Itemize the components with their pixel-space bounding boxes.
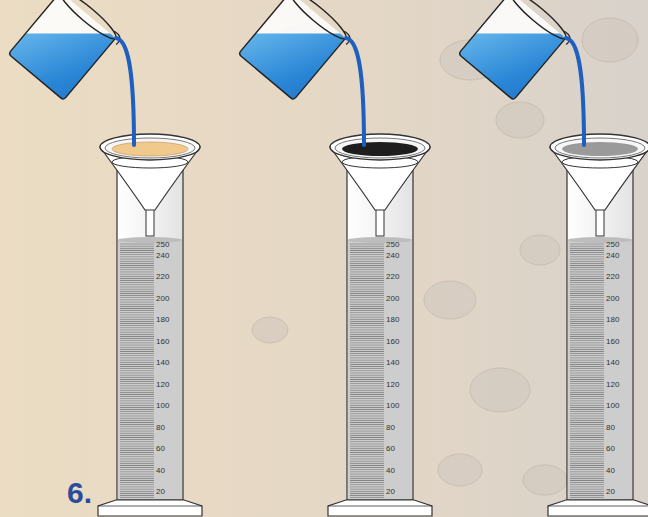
scale-number: 200 bbox=[606, 295, 619, 303]
scale-number: 80 bbox=[386, 424, 395, 432]
figure-number: 6. bbox=[67, 478, 92, 508]
scale-number: 240 bbox=[606, 252, 619, 260]
scale-number: 20 bbox=[606, 488, 615, 496]
scale-number: 250 bbox=[386, 241, 399, 249]
scale-number: 40 bbox=[606, 467, 615, 475]
scale-number: 120 bbox=[156, 381, 169, 389]
scale-number: 100 bbox=[606, 402, 619, 410]
scale-number: 20 bbox=[386, 488, 395, 496]
scale-number: 40 bbox=[156, 467, 165, 475]
scale-number: 80 bbox=[156, 424, 165, 432]
scale-number: 200 bbox=[386, 295, 399, 303]
scale-number: 100 bbox=[386, 402, 399, 410]
scale-number: 180 bbox=[606, 316, 619, 324]
scale-number: 120 bbox=[386, 381, 399, 389]
scale-number: 200 bbox=[156, 295, 169, 303]
scale-number: 20 bbox=[156, 488, 165, 496]
scale-number: 60 bbox=[606, 445, 615, 453]
scale-number: 60 bbox=[386, 445, 395, 453]
scale-number: 80 bbox=[606, 424, 615, 432]
scale-number: 140 bbox=[606, 359, 619, 367]
scale-number: 40 bbox=[386, 467, 395, 475]
scale-number: 180 bbox=[156, 316, 169, 324]
scale-number: 160 bbox=[606, 338, 619, 346]
scale-number: 160 bbox=[156, 338, 169, 346]
scale-number: 60 bbox=[156, 445, 165, 453]
scale-number: 140 bbox=[386, 359, 399, 367]
scale-number: 160 bbox=[386, 338, 399, 346]
scale-number: 120 bbox=[606, 381, 619, 389]
scale-number: 140 bbox=[156, 359, 169, 367]
scale-number: 100 bbox=[156, 402, 169, 410]
scale-number: 250 bbox=[156, 241, 169, 249]
scale-number: 180 bbox=[386, 316, 399, 324]
scale-number: 240 bbox=[386, 252, 399, 260]
scale-number: 250 bbox=[606, 241, 619, 249]
scale-number: 220 bbox=[156, 273, 169, 281]
scale-number: 240 bbox=[156, 252, 169, 260]
scale-number: 220 bbox=[606, 273, 619, 281]
scale-number: 220 bbox=[386, 273, 399, 281]
